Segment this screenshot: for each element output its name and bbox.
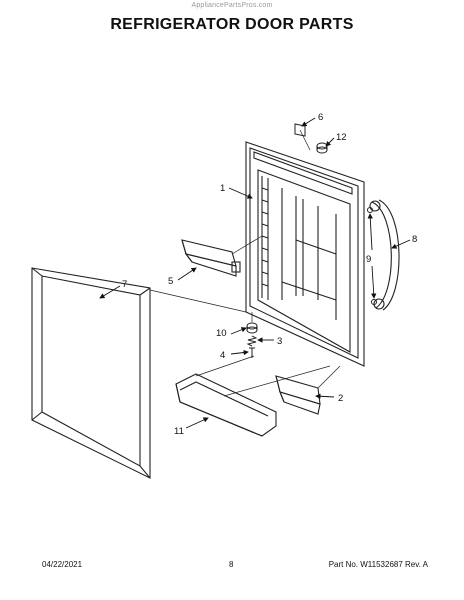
callout-12: 12 <box>336 132 347 143</box>
page-title: REFRIGERATOR DOOR PARTS <box>110 16 354 33</box>
upper-door-bin-drawing <box>181 239 241 277</box>
rail-notches <box>261 187 269 287</box>
callout-3: 3 <box>277 336 282 347</box>
callout-2: 2 <box>338 393 343 404</box>
door-assembly-drawing <box>245 141 365 367</box>
callout-8: 8 <box>412 234 417 245</box>
bushing-drawing <box>316 142 328 154</box>
callout-leaders <box>99 117 411 429</box>
footer-part-number: Part No. W11532687 Rev. A <box>328 560 428 569</box>
footer-page-number: 8 <box>229 560 234 569</box>
callout-11: 11 <box>174 426 184 437</box>
callout-7: 7 <box>122 279 127 290</box>
door-gasket-drawing <box>31 267 151 479</box>
door-handle-drawing <box>369 199 400 311</box>
callout-4: 4 <box>220 350 225 361</box>
callout-9: 9 <box>366 254 371 265</box>
door-stop-parts-drawing <box>246 322 258 358</box>
footer-date: 04/22/2021 <box>42 560 83 569</box>
callout-10: 10 <box>216 328 227 339</box>
bottom-bin-drawing <box>175 373 277 437</box>
lower-door-bin-drawing <box>275 375 321 415</box>
alignment-lines <box>149 129 341 397</box>
callout-5: 5 <box>168 276 173 287</box>
watermark: AppliancePartsPros.com <box>191 2 273 9</box>
handle-screws-drawing <box>367 207 377 305</box>
callout-6: 6 <box>318 112 323 123</box>
callout-1: 1 <box>220 183 225 194</box>
